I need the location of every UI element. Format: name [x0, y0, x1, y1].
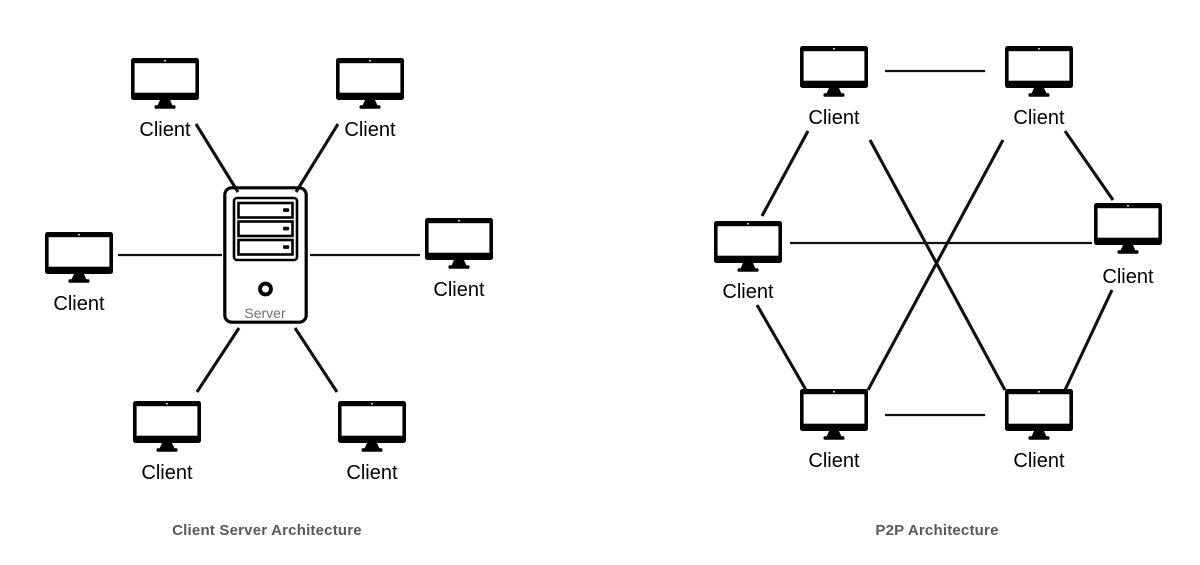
client-node-bottom-right[interactable]: Client: [338, 401, 406, 484]
client-node-middle-right[interactable]: Client: [425, 218, 493, 301]
p2p-diagram: Client Client Client Client Client Clien…: [714, 46, 1162, 539]
client-server-links: [118, 123, 420, 393]
monitor-icon: [425, 218, 493, 269]
link-top-left-to-bottom-right: [868, 139, 1007, 391]
link-top-right-to-server: [294, 123, 340, 193]
link-top-left-to-middle-left: [760, 130, 810, 217]
link-middle-right-to-bottom-right: [1063, 289, 1114, 391]
client-label: Client: [346, 462, 398, 484]
client-label: Client: [1013, 107, 1065, 129]
monitor-icon: [336, 58, 404, 109]
client-server-architecture-title: Client Server Architecture: [172, 522, 362, 539]
client-node-top-right[interactable]: Client: [336, 58, 404, 141]
client-label: Client: [1102, 266, 1154, 288]
link-bottom-right-to-server: [293, 327, 339, 393]
monitor-icon: [1005, 389, 1073, 440]
client-label: Client: [433, 279, 485, 301]
link-bottom-left-to-server: [195, 327, 241, 393]
client-label: Client: [722, 281, 774, 303]
client-label: Client: [141, 462, 193, 484]
link-top-right-to-bottom-left: [866, 139, 1005, 391]
client-label: Client: [344, 119, 396, 141]
client-node-middle-left[interactable]: Client: [45, 232, 113, 315]
link-top-right-to-middle-right: [1063, 130, 1115, 201]
client-label: Client: [53, 293, 105, 315]
peer-node-top-left[interactable]: Client: [800, 46, 868, 129]
monitor-icon: [800, 389, 868, 440]
monitor-icon: [1094, 203, 1162, 254]
p2p-architecture-title: P2P Architecture: [875, 522, 998, 539]
client-label: Client: [808, 107, 860, 129]
p2p-links: [755, 69, 1115, 417]
monitor-icon: [131, 58, 199, 109]
peer-node-top-right[interactable]: Client: [1005, 46, 1073, 129]
client-server-diagram: Server Client Client Client Client Clien…: [45, 58, 493, 539]
link-top-left-to-server: [194, 123, 240, 193]
server-node[interactable]: Server: [223, 186, 308, 324]
client-label: Client: [808, 450, 860, 472]
client-node-top-left[interactable]: Client: [131, 58, 199, 141]
server-tower-icon: [223, 186, 308, 324]
monitor-icon: [1005, 46, 1073, 97]
peer-node-bottom-right[interactable]: Client: [1005, 389, 1073, 472]
server-label: Server: [244, 305, 286, 321]
monitor-icon: [338, 401, 406, 452]
monitor-icon: [714, 221, 782, 272]
peer-node-bottom-left[interactable]: Client: [800, 389, 868, 472]
peer-node-middle-right[interactable]: Client: [1094, 203, 1162, 288]
link-middle-left-to-bottom-left: [755, 304, 808, 391]
client-node-bottom-left[interactable]: Client: [133, 401, 201, 484]
client-label: Client: [139, 119, 191, 141]
monitor-icon: [800, 46, 868, 97]
monitor-icon: [133, 401, 201, 452]
monitor-icon: [45, 232, 113, 283]
client-label: Client: [1013, 450, 1065, 472]
peer-node-middle-left[interactable]: Client: [714, 221, 782, 303]
